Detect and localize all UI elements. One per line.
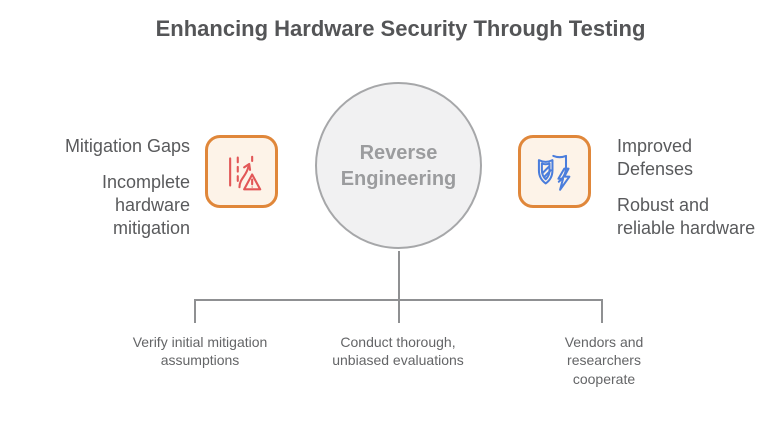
left-section: Mitigation Gaps Incomplete hardware miti… [40,135,190,240]
right-section: Improved Defenses Robust and reliable ha… [617,135,771,240]
center-node: Reverse Engineering [315,82,482,249]
lane-change-warning-icon [220,150,264,194]
bottom-item: Conduct thorough, unbiased evaluations [332,334,464,369]
left-description: Incomplete hardware mitigation [101,172,190,239]
left-icon-card [205,135,278,208]
right-icon-card [518,135,591,208]
bottom-item: Verify initial mitigation assumptions [132,334,268,369]
left-heading: Mitigation Gaps [64,136,190,156]
bottom-item: Vendors and researchers cooperate [564,334,644,387]
right-heading: Improved Defenses [617,136,694,180]
shield-lightning-icon [533,150,577,194]
center-node-label: Reverse Engineering [340,141,457,190]
right-description: Robust and reliable hardware [617,195,756,239]
diagram-title: Enhancing Hardware Security Through Test… [155,16,646,41]
